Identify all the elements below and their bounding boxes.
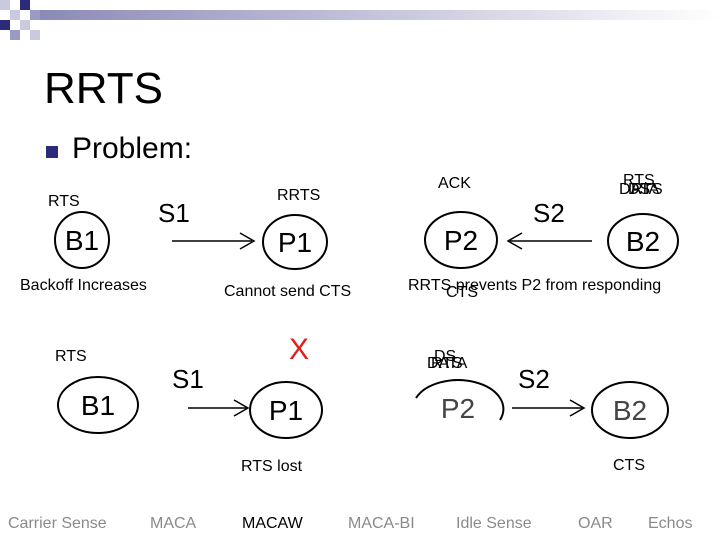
top-station-s1: S1 — [158, 198, 190, 228]
bottom-node-p1 — [249, 381, 323, 439]
top-node-p1 — [262, 214, 328, 270]
bottom-p2-label-2: DATA — [427, 355, 468, 372]
cannot-send-label: Cannot send CTS — [224, 283, 352, 300]
top-label-b2: B2 — [626, 226, 660, 257]
top-ack-label: ACK — [438, 175, 471, 192]
top-b2-label-2: DATA — [619, 181, 660, 198]
footer-echos[interactable]: Echos — [648, 515, 693, 532]
bullet-text: Problem: — [72, 132, 193, 165]
corner-decoration — [0, 0, 720, 40]
bottom-node-b2 — [591, 381, 669, 439]
footer-idle-sense[interactable]: Idle Sense — [456, 515, 532, 532]
top-label-b1: B1 — [65, 225, 99, 256]
bottom-label-b1: B1 — [81, 390, 115, 421]
bottom-p2-label-3: RTS — [431, 355, 463, 372]
footer-macaw[interactable]: MACAW — [242, 515, 303, 532]
x-mark: X — [289, 333, 310, 366]
bottom-p2-label-1: DS — [434, 348, 457, 365]
bottom-node-b1 — [57, 376, 139, 434]
top-b2-label-4: RTS — [631, 181, 663, 198]
top-cts-overlap: CTS — [446, 284, 478, 301]
top-rrts-label: RRTS — [277, 187, 321, 204]
footer-maca-bi[interactable]: MACA-BI — [348, 515, 415, 532]
footer-maca[interactable]: MACA — [150, 515, 197, 532]
bottom-label-p2: P2 — [441, 393, 475, 424]
footer-carrier-sense[interactable]: Carrier Sense — [8, 515, 107, 532]
rrts-prevents-label: RRTS prevents P2 from responding — [408, 277, 662, 294]
slide-title: RRTS — [44, 64, 163, 113]
bottom-cts-label: CTS — [613, 457, 645, 474]
top-label-p2: P2 — [444, 225, 478, 256]
bottom-station-s2: S2 — [518, 364, 550, 394]
bottom-label-p1: P1 — [269, 395, 303, 426]
rts-lost-label: RTS lost — [241, 458, 303, 475]
backoff-label: Backoff Increases — [20, 277, 147, 294]
bottom-rts-label: RTS — [55, 348, 87, 365]
top-b2-label-3: DS — [628, 181, 651, 198]
bullet-marker — [46, 146, 58, 158]
top-label-p1: P1 — [278, 227, 312, 258]
bottom-station-s1: S1 — [172, 364, 204, 394]
bottom-node-p2 — [415, 379, 505, 421]
top-station-s2: S2 — [533, 198, 565, 228]
bottom-label-b2: B2 — [613, 395, 647, 426]
footer-oar[interactable]: OAR — [578, 515, 613, 532]
top-rts-label: RTS — [48, 193, 80, 210]
top-node-b1 — [54, 211, 110, 269]
top-b2-label-1: RTS — [623, 172, 655, 189]
top-node-p2 — [424, 211, 498, 269]
top-node-b2 — [607, 213, 679, 269]
